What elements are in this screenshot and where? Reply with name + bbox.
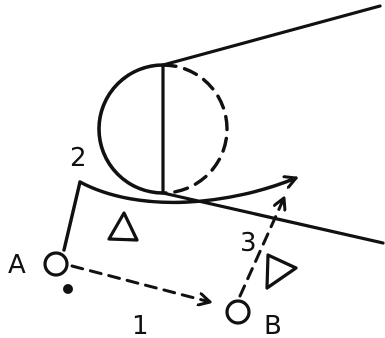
label-step-1: 1 [132,311,149,338]
triangle-icon [265,253,298,290]
pass-arrow-b-up [238,196,284,298]
label-step-2: 2 [70,143,87,173]
goal-top-line [161,4,382,67]
run-path-vertical [62,180,82,252]
curved-run-arrow [78,178,298,205]
label-player-b: B [264,311,282,338]
player-a-circle [43,251,69,277]
label-step-3: 3 [240,228,257,258]
goal-arc-solid [97,63,165,195]
pass-arrow-a-to-b [70,264,212,302]
goal-arc-dashed [161,63,229,195]
triangle-icon [107,211,139,242]
label-player-a: A [8,250,26,280]
player-b-circle [225,299,251,325]
ball-dot [63,284,73,294]
goal-outline [97,4,385,245]
